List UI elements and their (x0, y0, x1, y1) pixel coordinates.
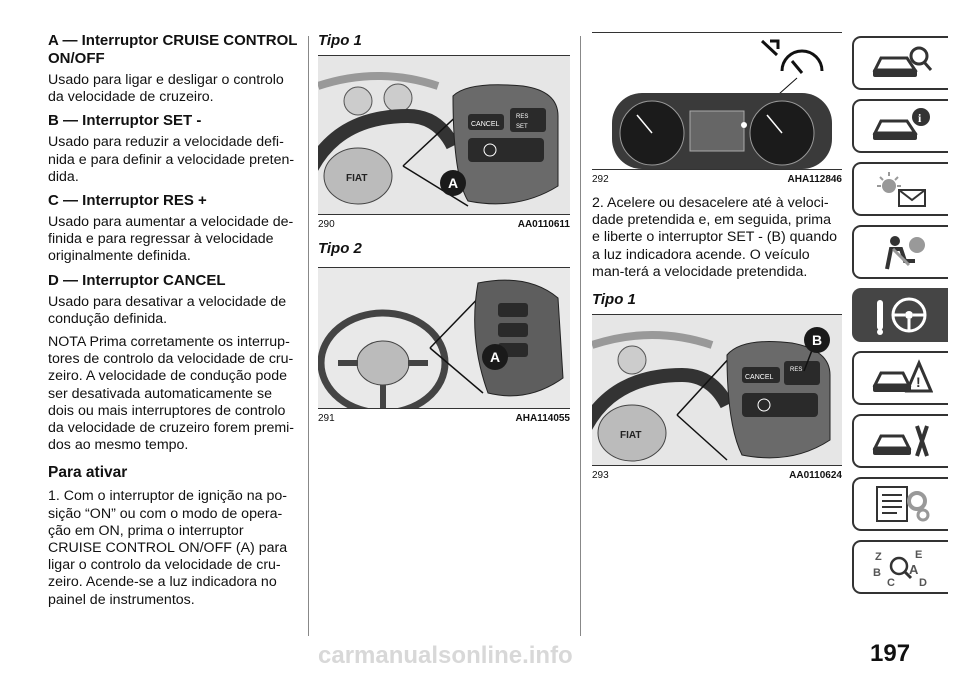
tipo-2-label: Tipo 2 (318, 240, 362, 257)
figure-code: AA0110624 (789, 470, 842, 482)
callout-a: A (440, 170, 466, 196)
svg-text:B: B (873, 567, 881, 579)
page-number: 197 (870, 640, 911, 667)
figure-290-caption: 290 AA0110611 (318, 219, 570, 230)
figure-290: FIAT CANCEL RES SET A (318, 55, 570, 215)
subheading-para-ativar: Para ativar (48, 464, 128, 482)
tab-index[interactable]: Z E B A C D (852, 540, 948, 594)
svg-text:D: D (919, 577, 927, 588)
svg-text:A: A (909, 562, 919, 577)
column-divider (580, 36, 581, 636)
tab-car-search[interactable] (852, 36, 948, 90)
figure-number: 293 (592, 470, 609, 482)
section-text: Usado para reduzir a velocidade defi-nid… (48, 134, 295, 185)
tipo-1-label: Tipo 1 (592, 291, 636, 309)
section-title: C — Interruptor RES + (48, 192, 207, 210)
tab-warning-lights[interactable] (852, 162, 948, 216)
instrument-cluster-illustration (592, 33, 842, 169)
cancel-label: CANCEL (471, 121, 500, 128)
figure-number: 290 (318, 219, 335, 230)
svg-text:i: i (918, 111, 922, 125)
section-title: D — Interruptor CANCEL (48, 271, 226, 289)
car-search-icon (872, 46, 933, 77)
figure-code: AHA112846 (787, 174, 842, 185)
tab-car-tools[interactable] (852, 414, 948, 468)
breakdown-triangle-icon: ! (872, 359, 933, 393)
figure-291: A (318, 267, 570, 409)
note-paragraph: NOTA Prima corretamente os interrup-tore… (48, 334, 295, 454)
section-title: A — Interruptor CRUISE CONTROL ON/OFF (48, 32, 298, 67)
figure-293: FIAT CANCEL RES B (592, 314, 842, 467)
key-steering-icon (877, 297, 927, 335)
car-info-icon: i (872, 108, 930, 140)
section-text: Usado para aumentar a velocidade de-fini… (48, 214, 294, 265)
figure-number: 291 (318, 413, 335, 424)
svg-text:FIAT: FIAT (346, 173, 367, 184)
section-title: B — Interruptor SET - (48, 112, 202, 130)
callout-a: A (482, 344, 508, 370)
figure-number: 292 (592, 174, 609, 185)
tab-car-info[interactable]: i (852, 99, 948, 153)
section-c: C — Interruptor RES + Usado para aumenta… (48, 192, 298, 266)
figure-291-caption: 291 AHA114055 (318, 413, 570, 424)
tab-airbag-safety[interactable] (852, 225, 948, 279)
specifications-icon (876, 486, 930, 522)
svg-text:FIAT: FIAT (620, 430, 641, 441)
left-column: A — Interruptor CRUISE CONTROL ON/OFF Us… (48, 32, 298, 615)
column-divider (308, 36, 309, 636)
tipo-1-label: Tipo 1 (318, 32, 362, 49)
steering-wheel-switch-illustration: FIAT CANCEL RES SET (318, 56, 570, 214)
steering-wheel-switch-illustration: FIAT CANCEL RES (592, 315, 842, 466)
section-d: D — Interruptor CANCEL Usado para desati… (48, 272, 298, 328)
figure-code: AHA114055 (515, 413, 570, 424)
airbag-safety-icon (885, 236, 925, 270)
step-2: 2. Acelere ou desacelere até à veloci-da… (592, 195, 837, 280)
svg-text:E: E (915, 549, 922, 561)
svg-text:Z: Z (875, 551, 882, 563)
watermark: carmanualsonline.info (318, 642, 573, 669)
figure-code: AA0110611 (517, 219, 570, 230)
car-tools-icon (872, 425, 929, 457)
index-letters-icon: Z E B A C D (873, 549, 927, 588)
steering-wheel-type2-illustration (318, 268, 570, 408)
figure-292-caption: 292 AHA112846 (592, 174, 842, 185)
svg-text:C: C (887, 577, 895, 588)
res-label: RES (516, 114, 528, 120)
tab-breakdown[interactable]: ! (852, 351, 948, 405)
section-text: Usado para ligar e desligar o controlo d… (48, 72, 284, 106)
cruise-indicator-icon (780, 49, 824, 72)
figure-293-caption: 293 AA0110624 (592, 470, 842, 481)
warning-lights-icon (877, 172, 926, 207)
set-label: SET (516, 124, 528, 130)
section-a: A — Interruptor CRUISE CONTROL ON/OFF Us… (48, 32, 298, 106)
res-label: RES (790, 367, 802, 373)
chapter-tabs: i ! (852, 36, 948, 603)
middle-column: Tipo 1 FIAT CANCEL RES SET A 290 AA01106… (318, 32, 570, 434)
figure-292 (592, 32, 842, 170)
step-1: 1. Com o interruptor de ignição na po-si… (48, 488, 288, 608)
tab-key-steering[interactable] (852, 288, 948, 342)
svg-text:!: ! (916, 374, 921, 390)
callout-b: B (804, 327, 830, 354)
section-text: Usado para desativar a velocidade de con… (48, 293, 287, 327)
right-column: 292 AHA112846 2. Acelere ou desacelere a… (592, 32, 842, 491)
arrow-icon (760, 39, 780, 57)
tab-specifications[interactable] (852, 477, 948, 531)
section-b: B — Interruptor SET - Usado para reduzir… (48, 112, 298, 186)
cancel-label: CANCEL (745, 374, 774, 381)
